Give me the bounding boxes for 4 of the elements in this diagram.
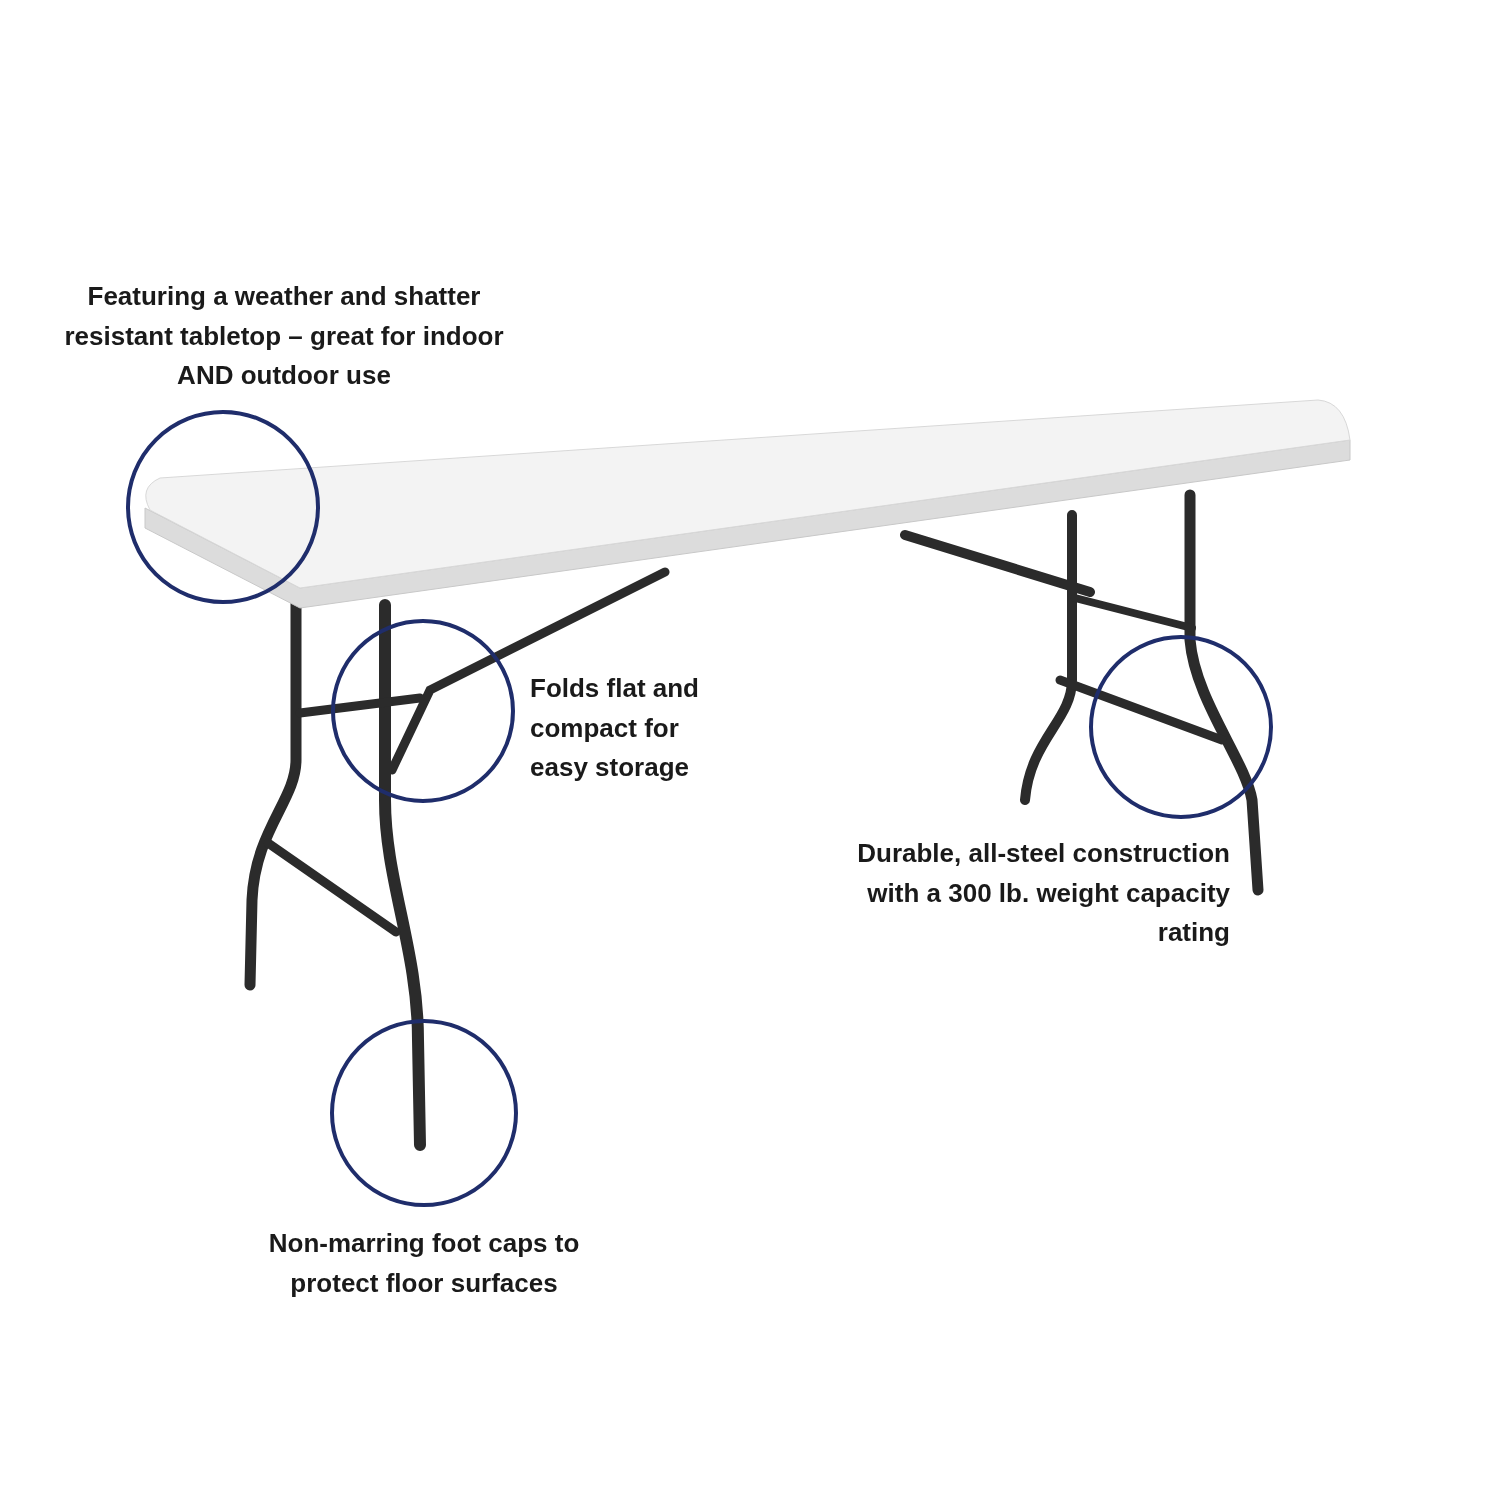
feature-note: Non-marring foot caps to protect floor surfaces (267, 1227, 581, 1300)
feature-note: Folds flat and compact for easy storage (530, 672, 700, 784)
feature-note: Featuring a weather and shatter resistant tabletop – great for indoor AND outdoor use (63, 280, 505, 392)
feature-note: Durable, all-steel construction with a 300 lb. weight capacity rating (856, 837, 1230, 949)
